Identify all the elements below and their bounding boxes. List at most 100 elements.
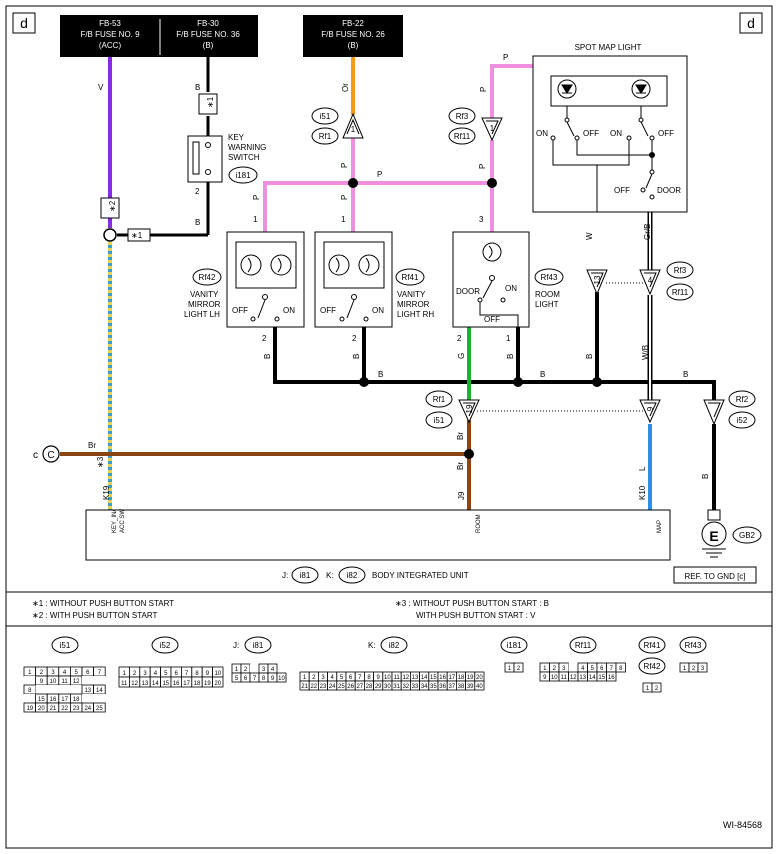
marker-star1-a: ∗1: [206, 96, 215, 108]
rf11-pin: 2: [553, 666, 557, 672]
i82-pin: 29: [375, 684, 382, 690]
pin-2-lh: 2: [262, 334, 267, 343]
wire-label-wb: W/B: [641, 345, 650, 360]
rf43-cell: [697, 662, 708, 673]
i82-pin: 11: [393, 675, 400, 681]
fuse-fb53-name: F/B FUSE NO. 9: [80, 30, 140, 39]
lh-label-3: LIGHT LH: [184, 310, 220, 319]
ground-symbol: [701, 521, 727, 547]
i82-pin: 1: [303, 675, 307, 681]
wire-label-br3: Br: [88, 441, 96, 450]
rh-label-1: VANITY: [397, 290, 426, 299]
i52-pin: 8: [195, 671, 199, 677]
vanity-mirror-rh: [314, 231, 393, 328]
body-integrated-unit: [85, 509, 671, 561]
fuse-fb30-id: FB-30: [197, 19, 219, 28]
pin-1-orange: 1: [351, 125, 356, 134]
i51-pin: 18: [73, 697, 80, 703]
rf11-pin: 13: [579, 675, 586, 681]
i51-pin: 5: [75, 670, 79, 676]
i52-pin: 16: [173, 681, 180, 687]
i52-pin: 18: [194, 681, 201, 687]
i51-cell: [82, 694, 94, 703]
wire-label-p5: P: [479, 87, 488, 92]
wire-label-b4: B: [352, 354, 361, 359]
i82-pin: 22: [310, 684, 317, 690]
conn-rf3-b: Rf3: [674, 266, 687, 275]
i82-pin: 39: [467, 684, 474, 690]
i81-cell: [250, 664, 259, 673]
wire-label-b6: B: [540, 370, 545, 379]
fuse-fb22-name: F/B FUSE NO. 26: [321, 30, 385, 39]
lh-label-2: MIRROR: [188, 300, 221, 309]
rf11-pin: 9: [543, 675, 547, 681]
i82-cell: [474, 680, 485, 691]
ref-gnd: REF. TO GND [c]: [684, 572, 745, 581]
i52-pin: 15: [162, 681, 169, 687]
i51-pin: 12: [73, 679, 80, 685]
rf41-pin: 1: [646, 686, 650, 692]
wire-label-grb: Gr/B: [643, 224, 652, 240]
conn-i51-a: i51: [320, 112, 331, 121]
rh-label-3: LIGHT RH: [397, 310, 434, 319]
rf11-pin: 4: [581, 666, 585, 672]
conn-rf3-a: Rf3: [456, 112, 469, 121]
rf11-cell: [615, 662, 626, 673]
i52-pin: 20: [214, 681, 221, 687]
unit-label: BODY INTEGRATED UNIT: [372, 571, 469, 580]
i82-pin: 38: [458, 684, 465, 690]
i51-pin: 24: [84, 706, 91, 712]
conn-rf11-a: Rf11: [454, 132, 471, 141]
wire-label-p7: P: [252, 195, 261, 200]
term-k19: K19: [102, 485, 111, 500]
unit-j-prefix: J:: [282, 571, 288, 580]
i82-pin: 5: [340, 675, 344, 681]
conn-rf2: Rf2: [736, 395, 749, 404]
i181-cell: [513, 662, 524, 673]
i82-pin: 33: [412, 684, 419, 690]
fuse-box-fb53: [60, 15, 160, 57]
corner-box-right: [739, 12, 763, 34]
conn-rf1-a: Rf1: [319, 132, 332, 141]
i82-pin: 18: [458, 675, 465, 681]
i51-cell: [35, 685, 48, 694]
i52-pin: 2: [133, 671, 137, 677]
tbl-rf43: Rf43: [685, 641, 702, 650]
wire-label-b5: B: [378, 370, 383, 379]
i82-pin: 10: [384, 675, 391, 681]
room-label-1: ROOM: [535, 290, 560, 299]
term-acc-sw: ACC SW: [120, 509, 126, 533]
rf41-pin: 2: [655, 686, 659, 692]
note-1: ∗1 : WITHOUT PUSH BUTTON START: [32, 599, 174, 608]
note-4: WITH PUSH BUTTON START : V: [416, 611, 536, 620]
rf43-pin: 1: [683, 666, 687, 672]
i82-pin: 27: [356, 684, 363, 690]
spot-door: DOOR: [657, 186, 681, 195]
ground-letter: E: [709, 528, 718, 544]
room-on: ON: [505, 284, 517, 293]
i51-pin: 20: [38, 706, 45, 712]
vanity-mirror-lh: [226, 231, 305, 328]
i51-pin: 4: [63, 670, 67, 676]
wire-b-bus: [273, 327, 716, 400]
tbl-rf41: Rf41: [644, 641, 661, 650]
term-k10: K10: [638, 485, 647, 500]
i52-pin: 17: [183, 681, 190, 687]
i81-pin: 8: [262, 676, 266, 682]
i82-pin: 2: [312, 675, 316, 681]
i51-pin: 11: [61, 679, 68, 685]
i81-pin: 9: [271, 676, 275, 682]
corner-label-right: d: [747, 15, 755, 31]
i51-pin: 7: [98, 670, 102, 676]
i82-pin: 6: [349, 675, 353, 681]
i82-pin: 28: [366, 684, 373, 690]
rf41-cell: [651, 682, 662, 693]
wire-label-p2: P: [340, 195, 349, 200]
i82-pin: 36: [439, 684, 446, 690]
i51-pin: 14: [96, 688, 103, 694]
i51-cell: [70, 685, 82, 694]
i82-pin: 8: [367, 675, 371, 681]
i81-pin: 2: [244, 667, 248, 673]
i82-pin: 30: [384, 684, 391, 690]
i51-pin: 16: [50, 697, 57, 703]
